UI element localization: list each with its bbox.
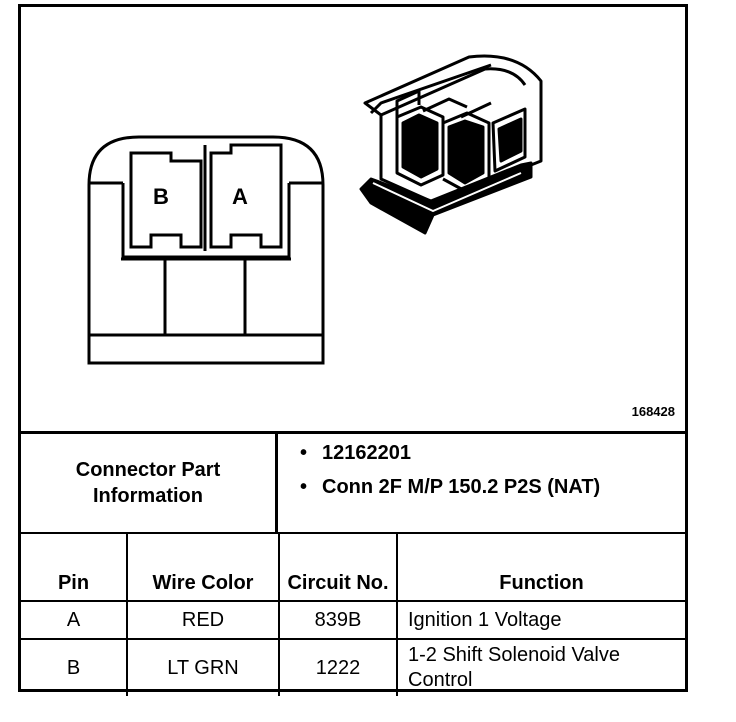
figure-number: 168428 <box>631 404 675 419</box>
connector-isometric-view <box>359 54 543 235</box>
wire-color-cell: LT GRN <box>126 638 280 696</box>
pin-table-header: Pin Wire Color Circuit No. Function <box>21 532 685 602</box>
pin-cell: A <box>21 600 128 640</box>
connector-part-info-label: Connector Part Information <box>21 434 278 532</box>
wire-color-cell: RED <box>126 600 280 640</box>
function-cell: 1-2 Shift Solenoid Valve Control <box>396 638 685 696</box>
pin-table: Pin Wire Color Circuit No. Function A RE… <box>21 532 685 696</box>
circuit-cell: 839B <box>278 600 398 640</box>
pin-cell: B <box>21 638 128 696</box>
connector-face-view <box>87 135 325 365</box>
part-number: 12162201 <box>300 440 685 466</box>
connector-part-info-list: 12162201 Conn 2F M/P 150.2 P2S (NAT) <box>278 434 685 532</box>
connector-part-info-row: Connector Part Information 12162201 Conn… <box>21 431 685 532</box>
header-pin: Pin <box>21 532 128 602</box>
table-row: B LT GRN 1222 1-2 Shift Solenoid Valve C… <box>21 638 685 696</box>
pin-label-b: B <box>153 184 169 209</box>
header-function: Function <box>396 532 685 602</box>
function-cell: Ignition 1 Voltage <box>396 600 685 640</box>
connector-drawing: B A <box>87 54 543 365</box>
header-wire-color: Wire Color <box>126 532 280 602</box>
pin-label-a: A <box>232 184 248 209</box>
connector-info-frame: B A 168428 Connector Part <box>18 4 688 696</box>
circuit-cell: 1222 <box>278 638 398 696</box>
connector-diagram: B A 168428 <box>21 7 685 431</box>
part-description: Conn 2F M/P 150.2 P2S (NAT) <box>300 474 685 500</box>
header-circuit-no: Circuit No. <box>278 532 398 602</box>
table-row: A RED 839B Ignition 1 Voltage <box>21 600 685 640</box>
